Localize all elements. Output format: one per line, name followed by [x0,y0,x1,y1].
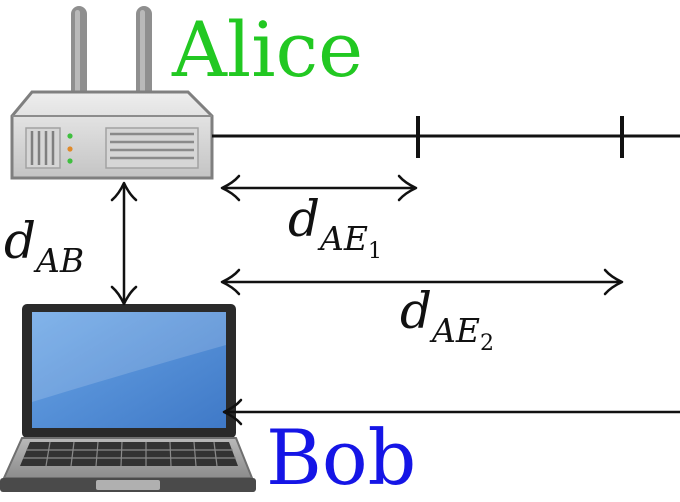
d-ae1-main: d [288,190,321,248]
d-ab-subscript: AB [36,241,85,280]
d-ae1-arrow [220,174,418,202]
d-ae1-subscript: AE1 [320,219,382,263]
d-ae2-subsubscript: 2 [479,331,494,356]
d-ae2-subscript: AE2 [432,311,494,355]
d-ae1-sub-text: AE [320,219,368,258]
d-ae2-arrow [220,268,624,296]
d-ab-arrow [110,181,138,306]
d-ae1-subsubscript: 1 [367,239,382,264]
d-ae2-sub-text: AE [432,311,480,350]
laptop-icon [0,304,256,492]
channel-line [212,116,680,158]
d-ab-main: d [4,212,37,270]
bob-label: Bob [266,413,417,502]
wifi-router-icon [10,6,214,180]
d-ae2-main: d [400,282,433,340]
d-ab-label: dAB [4,216,84,277]
d-ae2-label: dAE2 [400,286,494,355]
alice-label: Alice [172,5,364,94]
d-ae1-label: dAE1 [288,194,382,263]
bob-incoming-arrow [222,398,680,426]
